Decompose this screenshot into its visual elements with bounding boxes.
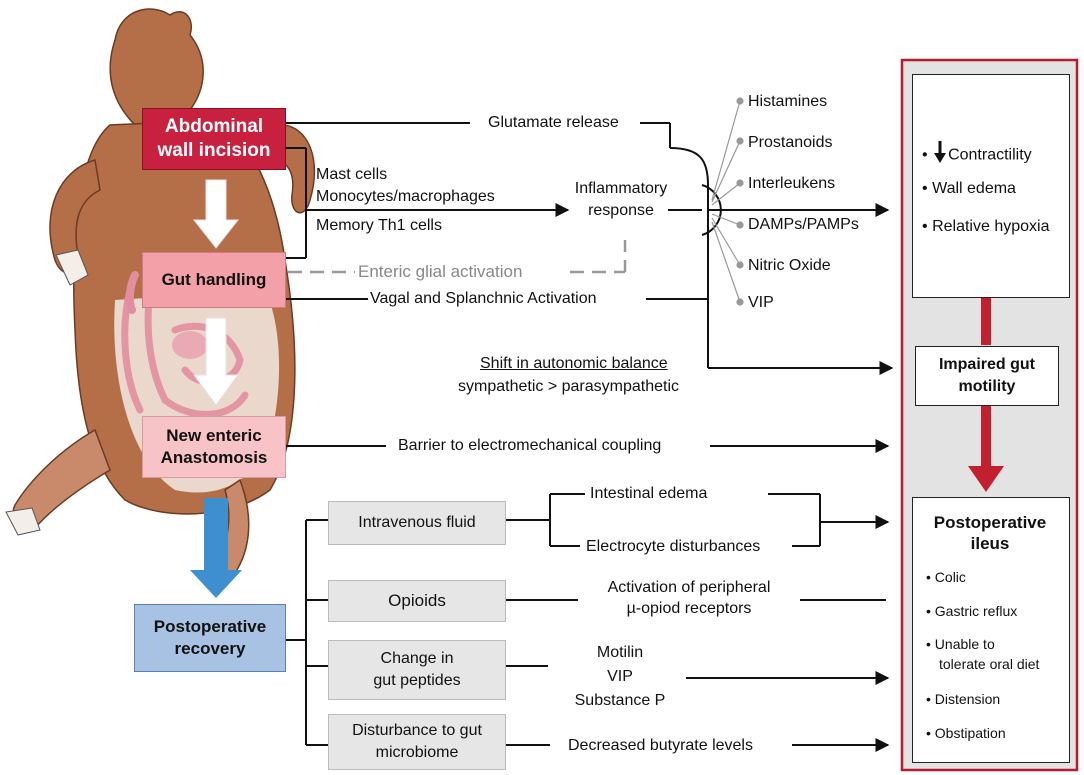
postoperative-ileus-box [912,497,1070,763]
mu-opioid-label: µ-opiod receptors [626,600,752,617]
new-enteric-anastomosis-label: New enteric Anastomosis [160,426,268,467]
monocytes-label: Monocytes/macrophages [316,188,495,205]
mediator-prostanoids: Prostanoids [748,134,833,151]
effect-relative-hypoxia: • Relative hypoxia [922,218,1050,235]
gut-peptides-box: Change in gut peptides [328,640,506,700]
mast-cells-label: Mast cells [316,166,388,183]
intravenous-fluid-box: Intravenous fluid [328,501,506,545]
mediator-histamines: Histamines [748,93,828,110]
inflammatory-response-label: Inflammatory response [574,180,668,219]
activation-peripheral-label: Activation of peripheral [607,579,771,596]
gut-handling-box: Gut handling [142,252,286,308]
substance-p-label: Substance P [574,692,666,709]
effects-box [912,74,1070,298]
postoperative-recovery-box: Postoperative recovery [134,604,286,672]
effect-wall-edema: • Wall edema [922,180,1016,197]
gut-handling-label: Gut handling [161,270,267,289]
intestinal-edema-label: Intestinal edema [590,485,708,502]
ileus-sign-colic: • Colic [926,569,966,585]
mediator-damps-pamps: DAMPs/PAMPs [748,216,859,233]
memory-th1-label: Memory Th1 cells [316,217,442,234]
stage-arrow-1 [192,179,240,249]
down-arrow-icon [934,141,947,170]
ileus-sign-unable-tolerate: • Unable to tolerate oral diet [926,636,1040,672]
impaired-gut-motility-label: Impaired gut motility [938,356,1035,395]
impaired-gut-motility-box: Impaired gut motility [915,346,1059,406]
abdominal-wall-incision-box: Abdominal wall incision [142,108,286,170]
postoperative-recovery-label: Postoperative recovery [153,617,267,658]
vip-label: VIP [607,668,633,685]
motilin-label: Motilin [596,644,644,661]
horse-illustration [5,8,316,585]
microbiome-box: Disturbance to gut microbiome [328,714,506,770]
new-enteric-anastomosis-box: New enteric Anastomosis [142,416,286,478]
mediator-nitric-oxide: Nitric Oxide [748,257,831,274]
vagal-splanchnic-label: Vagal and Splanchnic Activation [370,290,597,307]
mediator-interleukens: Interleukens [748,175,836,192]
butyrate-label: Decreased butyrate levels [568,737,753,754]
shift-autonomic-label: Shift in autonomic balance [480,355,668,372]
stage-arrow-3 [190,498,242,598]
electrolyte-label: Electrocyte disturbances [586,538,761,555]
stage-arrow-2 [193,317,239,406]
ileus-sign-distension: • Distension [926,691,1001,707]
abdominal-wall-incision-label: Abdominal wall incision [157,116,271,161]
mediator-vip: VIP [748,294,774,311]
effect-contractility: • Contractility [922,141,1032,170]
barrier-label: Barrier to electromechanical coupling [398,437,662,454]
opioids-box: Opioids [328,580,506,622]
postoperative-ileus-title: Postoperative ileus [933,513,1047,553]
sympathetic-label: sympathetic > parasympathetic [458,378,679,395]
ileus-sign-obstipation: • Obstipation [926,725,1006,741]
glutamate-release-label: Glutamate release [488,114,619,131]
ileus-sign-gastric-reflux: • Gastric reflux [926,603,1018,619]
enteric-glial-label: Enteric glial activation [358,262,523,281]
